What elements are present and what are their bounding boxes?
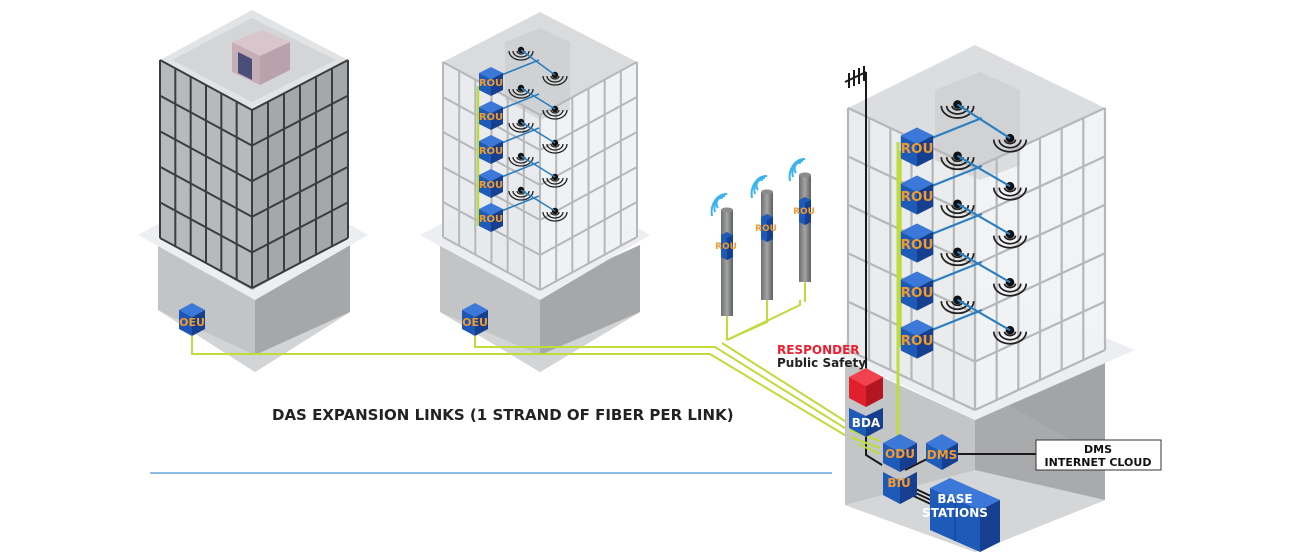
fiber-link-building-1 — [191, 336, 849, 438]
window-transom — [159, 237, 253, 289]
responder-label: RESPONDER — [777, 343, 860, 357]
dms-label: DMS — [927, 448, 958, 462]
building-3-das-network: ROU ROU ROU ROU ROU — [898, 100, 1028, 359]
pole-rou-unit: ROU — [793, 197, 815, 225]
dms-unit: DMS — [926, 434, 958, 470]
rou-label: ROU — [901, 237, 934, 253]
pole-rou-unit: ROU — [755, 214, 777, 242]
rou-label: ROU — [901, 285, 934, 301]
window-transom — [974, 252, 1106, 315]
window-transom — [539, 201, 638, 256]
window-transom — [442, 236, 541, 291]
window-transom — [974, 300, 1106, 363]
building-1: OEU — [138, 10, 368, 372]
window-transom — [159, 59, 253, 111]
outdoor-poles: ROU ROU ROU — [710, 157, 815, 336]
das-expansion-links-label: DAS EXPANSION LINKS (1 STRAND OF FIBER P… — [272, 406, 734, 424]
base-stations-unit: BASE STATIONS — [922, 478, 1000, 552]
window-transom — [159, 165, 253, 218]
rou-label: ROU — [479, 180, 503, 191]
window-transom — [847, 349, 976, 411]
biu-label: BIU — [887, 476, 910, 490]
rou-unit: ROU — [901, 127, 934, 167]
fiber-link-poles — [721, 342, 849, 424]
outdoor-pole: ROU — [788, 157, 815, 302]
fiber-link-building-2 — [474, 336, 849, 431]
window-transom — [251, 201, 349, 254]
rou-unit: ROU — [479, 67, 503, 96]
rou-label: ROU — [479, 78, 503, 89]
bda-unit: BDA — [849, 408, 883, 437]
oeu-label: OEU — [179, 316, 205, 329]
responder-radio-box — [849, 368, 883, 407]
rou-label: ROU — [479, 146, 503, 157]
building-2: ROU ROU ROU ROU ROU OEU — [420, 12, 650, 372]
public-safety-label: Public Safety — [777, 356, 866, 370]
ceiling-antenna-icon — [992, 181, 1028, 201]
window-transom — [159, 201, 253, 254]
base-label: BASE — [937, 492, 972, 506]
building-2-oeu-unit: OEU — [462, 303, 488, 336]
rou-unit: ROU — [901, 271, 934, 311]
outdoor-pole: ROU — [710, 192, 737, 336]
fiber-expansion-links — [191, 300, 849, 438]
rou-label: ROU — [793, 207, 815, 217]
rou-unit: ROU — [901, 223, 934, 263]
rou-unit: ROU — [479, 203, 503, 232]
rou-label: ROU — [901, 189, 934, 205]
outdoor-pole: ROU — [750, 174, 777, 320]
wireless-signal-icon — [788, 157, 806, 182]
rou-unit: ROU — [479, 135, 503, 164]
window-transom — [974, 155, 1106, 218]
window-transom — [251, 165, 349, 218]
rou-unit: ROU — [901, 319, 934, 359]
pole-rou-unit: ROU — [715, 232, 737, 260]
odu-unit: ODU — [883, 434, 917, 472]
window-transom — [974, 107, 1106, 169]
oeu-label: OEU — [462, 316, 488, 329]
rou-label: ROU — [901, 333, 934, 349]
window-transom — [251, 94, 349, 147]
wireless-signal-icon — [750, 174, 768, 199]
rou-unit: ROU — [479, 101, 503, 130]
bda-label: BDA — [852, 416, 881, 430]
cloud-line-2: INTERNET CLOUD — [1045, 456, 1152, 469]
window-transom — [974, 203, 1106, 266]
building-1-window-grid — [159, 59, 349, 289]
rou-label: ROU — [755, 224, 777, 234]
rou-unit: ROU — [901, 175, 934, 215]
rou-label: ROU — [479, 112, 503, 123]
cloud-line-1: DMS — [1084, 443, 1112, 456]
biu-unit: BIU — [883, 472, 917, 504]
rou-label: ROU — [901, 141, 934, 157]
window-transom — [251, 130, 349, 183]
window-transom — [251, 59, 349, 111]
odu-label: ODU — [885, 447, 915, 461]
rooftop-antenna-icon — [844, 66, 867, 375]
window-transom — [251, 237, 349, 289]
wireless-signal-icon — [710, 192, 728, 217]
dms-internet-cloud-box: DMS INTERNET CLOUD — [1035, 439, 1162, 471]
rou-unit: ROU — [479, 169, 503, 198]
building-1-oeu-unit: OEU — [179, 303, 205, 336]
window-transom — [539, 236, 638, 291]
rou-label: ROU — [479, 214, 503, 225]
rou-label: ROU — [715, 242, 737, 252]
stations-label: STATIONS — [922, 506, 988, 520]
building-2-das-network: ROU ROU ROU ROU ROU — [476, 46, 568, 232]
window-transom — [159, 130, 253, 183]
window-transom — [974, 349, 1106, 411]
window-transom — [159, 94, 253, 147]
